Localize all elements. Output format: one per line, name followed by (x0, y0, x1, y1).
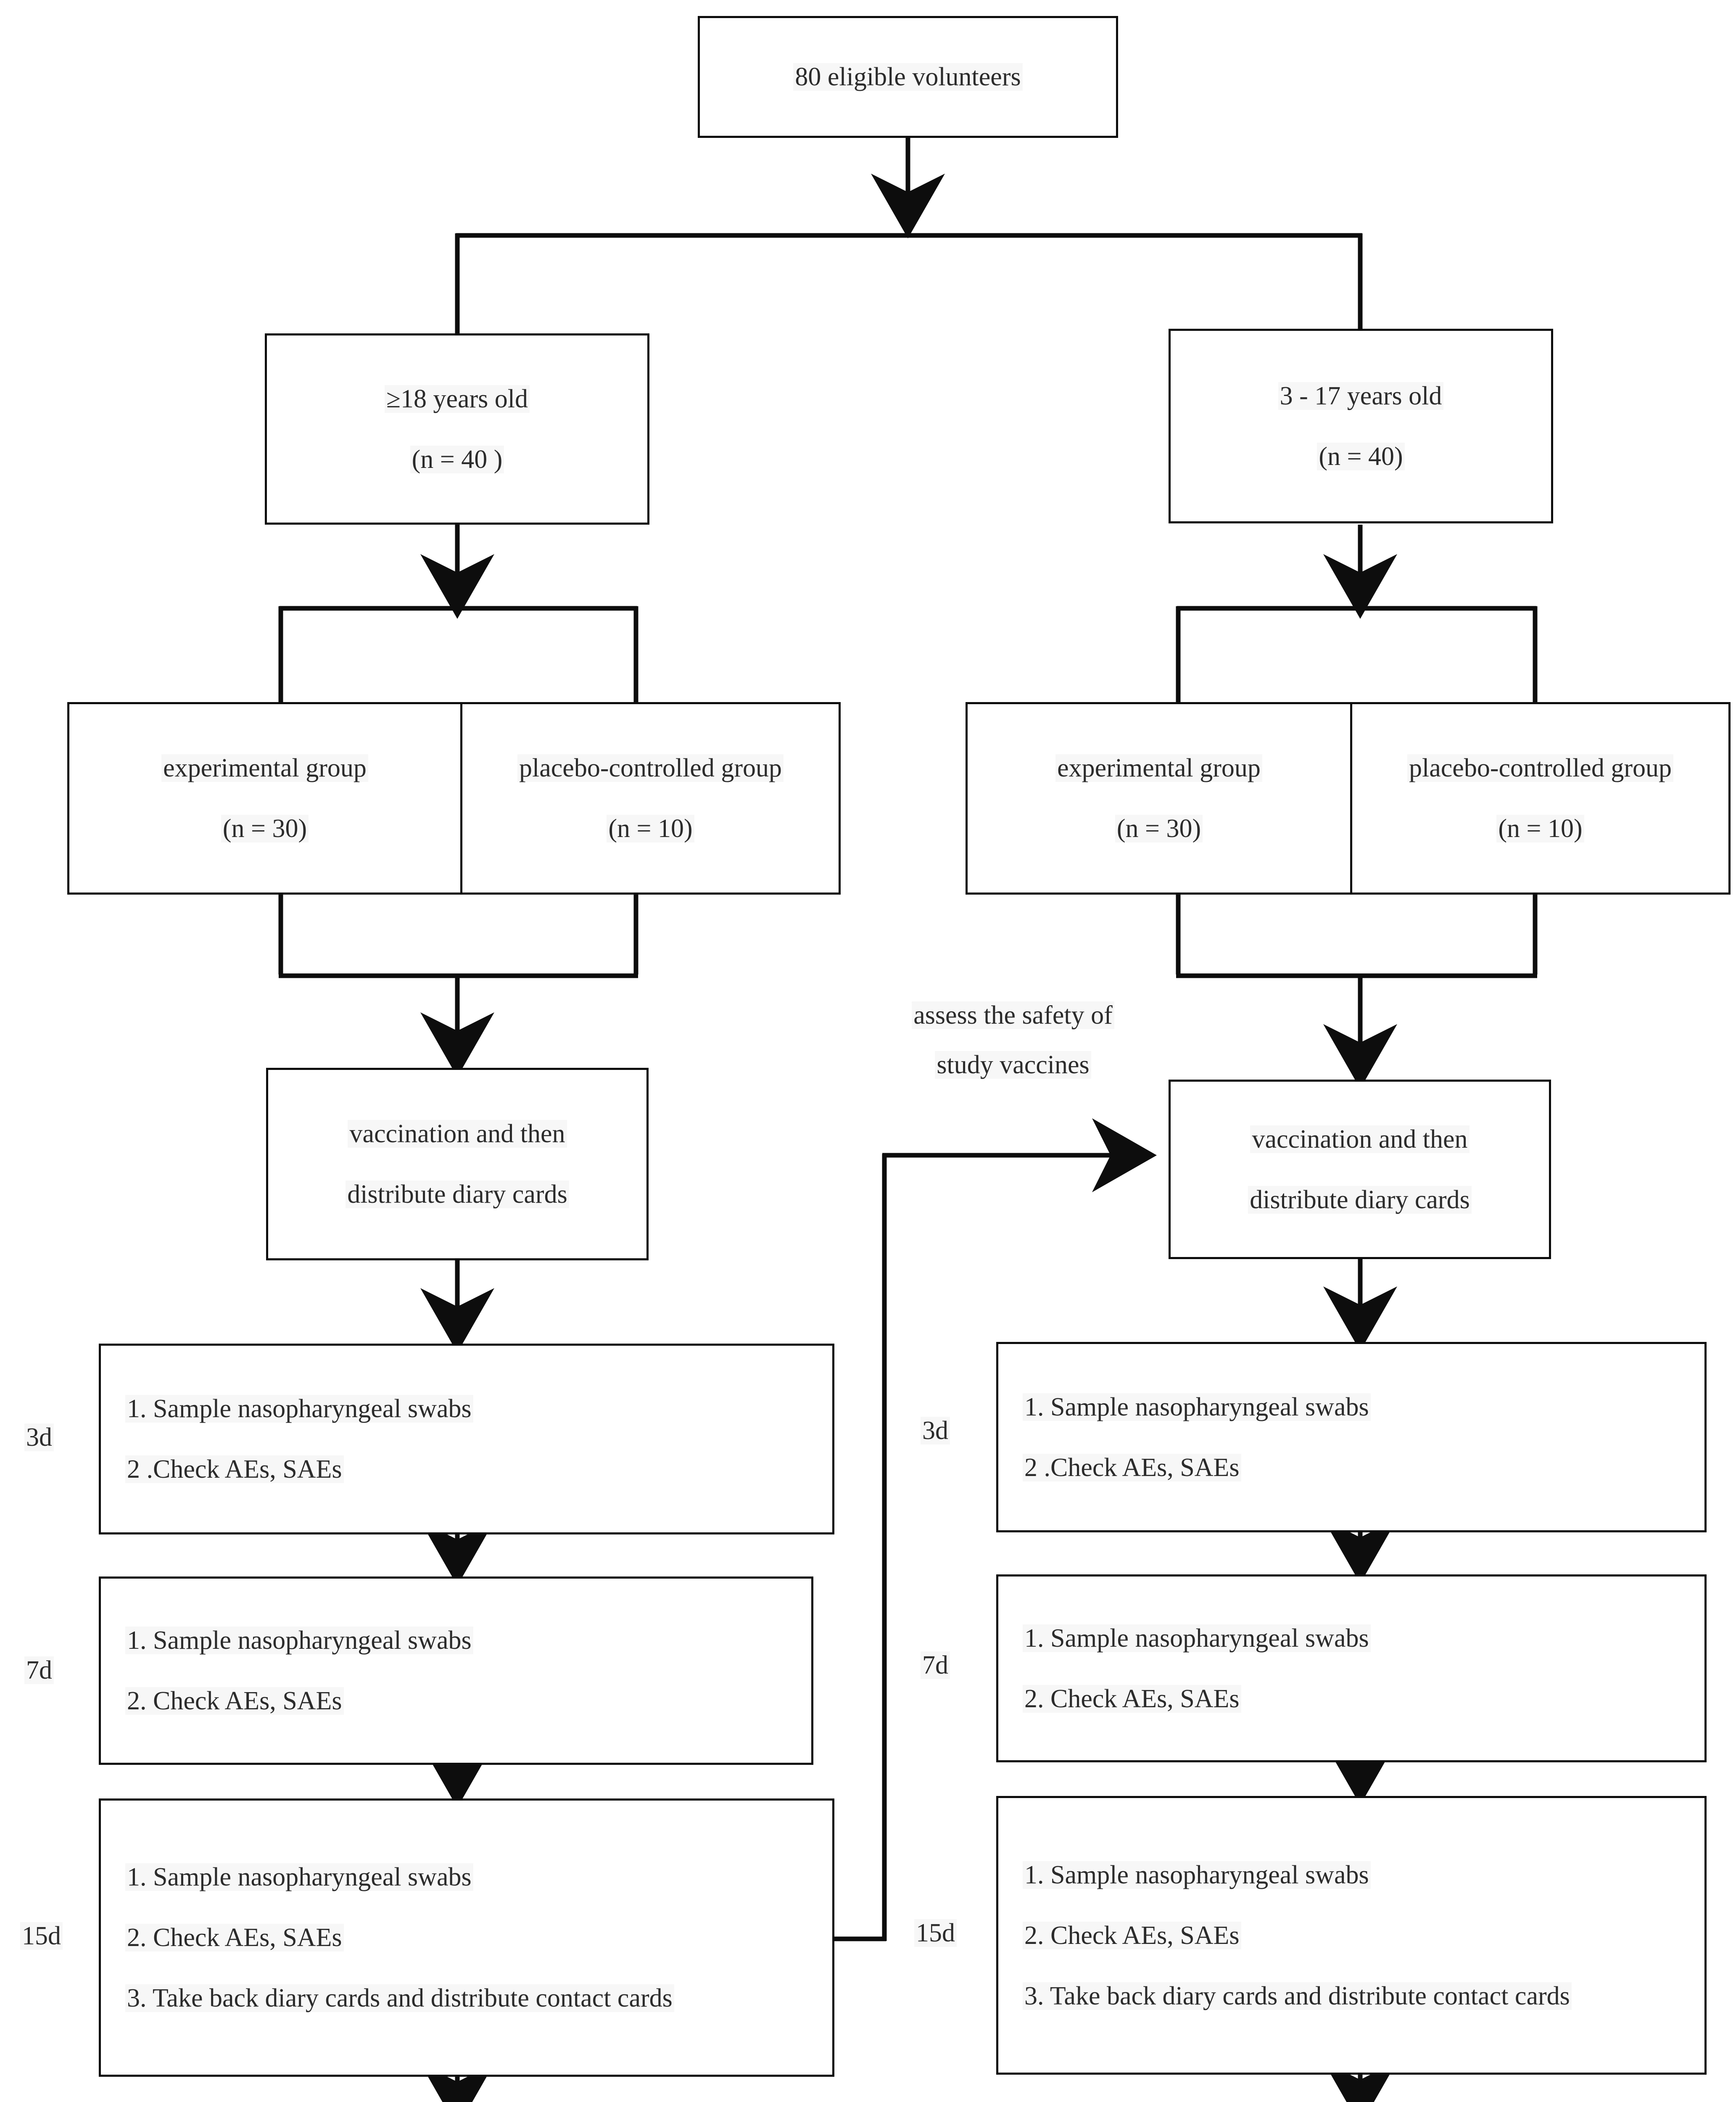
visit-item: 1. Sample nasopharyngeal swabs (125, 1863, 473, 1891)
vaccination-line-2: distribute diary cards (346, 1180, 569, 1208)
visit-item: 2. Check AEs, SAEs (1023, 1921, 1241, 1949)
visit-item: 2 .Check AEs, SAEs (1023, 1453, 1241, 1481)
cohort-n-label: (n = 40 ) (410, 445, 504, 473)
visit-item: 2. Check AEs, SAEs (125, 1687, 344, 1715)
cohort-age-label: ≥18 years old (384, 385, 530, 413)
node-vaccination-pediatric[interactable]: vaccination and then distribute diary ca… (1169, 1080, 1551, 1259)
visit-item: 2. Check AEs, SAEs (125, 1924, 344, 1951)
node-visit-pediatric-7d[interactable]: 1. Sample nasopharyngeal swabs 2. Check … (996, 1574, 1707, 1762)
arm-n-label: (n = 10) (607, 815, 694, 842)
node-cohort-pediatric[interactable]: 3 - 17 years old (n = 40) (1169, 329, 1553, 523)
visit-item: 1. Sample nasopharyngeal swabs (1023, 1624, 1371, 1652)
time-label-adult-3d: 3d (24, 1423, 54, 1451)
annotation-line-2: study vaccines (935, 1051, 1091, 1079)
node-vaccination-adult[interactable]: vaccination and then distribute diary ca… (266, 1068, 649, 1260)
node-eligible-volunteers[interactable]: 80 eligible volunteers (698, 16, 1118, 138)
visit-item: 1. Sample nasopharyngeal swabs (125, 1395, 473, 1423)
time-label-pediatric-7d: 7d (921, 1651, 950, 1679)
vaccination-line-2: distribute diary cards (1248, 1186, 1472, 1214)
annotation-line-1: assess the safety of (912, 1001, 1114, 1029)
visit-item: 1. Sample nasopharyngeal swabs (1023, 1861, 1371, 1889)
arm-label: placebo-controlled group (517, 754, 784, 782)
vaccination-line-1: vaccination and then (348, 1120, 567, 1148)
node-visit-pediatric-3d[interactable]: 1. Sample nasopharyngeal swabs 2 .Check … (996, 1342, 1707, 1532)
node-arm-adult-experimental[interactable]: experimental group (n = 30) (67, 702, 462, 895)
cohort-n-label: (n = 40) (1317, 442, 1405, 470)
node-cohort-adult[interactable]: ≥18 years old (n = 40 ) (265, 333, 649, 525)
visit-item: 2 .Check AEs, SAEs (125, 1455, 344, 1483)
arm-label: experimental group (1055, 754, 1262, 782)
annotation-assess-safety: assess the safety of study vaccines (883, 1001, 1143, 1079)
node-arm-adult-placebo[interactable]: placebo-controlled group (n = 10) (460, 702, 841, 895)
node-arm-pediatric-experimental[interactable]: experimental group (n = 30) (966, 702, 1352, 895)
arm-n-label: (n = 10) (1496, 815, 1584, 842)
visit-item: 3. Take back diary cards and distribute … (125, 1984, 674, 2012)
time-label-adult-7d: 7d (24, 1656, 54, 1684)
visit-item: 2. Check AEs, SAEs (1023, 1685, 1241, 1713)
node-visit-adult-7d[interactable]: 1. Sample nasopharyngeal swabs 2. Check … (99, 1576, 813, 1765)
cohort-age-label: 3 - 17 years old (1278, 382, 1444, 410)
node-arm-pediatric-placebo[interactable]: placebo-controlled group (n = 10) (1350, 702, 1731, 895)
visit-item: 1. Sample nasopharyngeal swabs (1023, 1393, 1371, 1421)
time-label-adult-15d: 15d (20, 1922, 63, 1950)
visit-item: 1. Sample nasopharyngeal swabs (125, 1627, 473, 1654)
node-visit-adult-3d[interactable]: 1. Sample nasopharyngeal swabs 2 .Check … (99, 1344, 834, 1534)
time-label-pediatric-15d: 15d (914, 1919, 957, 1947)
visit-item: 3. Take back diary cards and distribute … (1023, 1982, 1572, 2010)
node-visit-pediatric-15d[interactable]: 1. Sample nasopharyngeal swabs 2. Check … (996, 1796, 1707, 2075)
arm-label: experimental group (161, 754, 368, 782)
time-label-pediatric-3d: 3d (921, 1417, 950, 1444)
arm-label: placebo-controlled group (1407, 754, 1673, 782)
vaccination-line-1: vaccination and then (1250, 1125, 1470, 1153)
node-label: 80 eligible volunteers (793, 63, 1023, 91)
arm-n-label: (n = 30) (1115, 815, 1203, 842)
arm-n-label: (n = 30) (221, 815, 309, 842)
node-visit-adult-15d[interactable]: 1. Sample nasopharyngeal swabs 2. Check … (99, 1798, 834, 2077)
